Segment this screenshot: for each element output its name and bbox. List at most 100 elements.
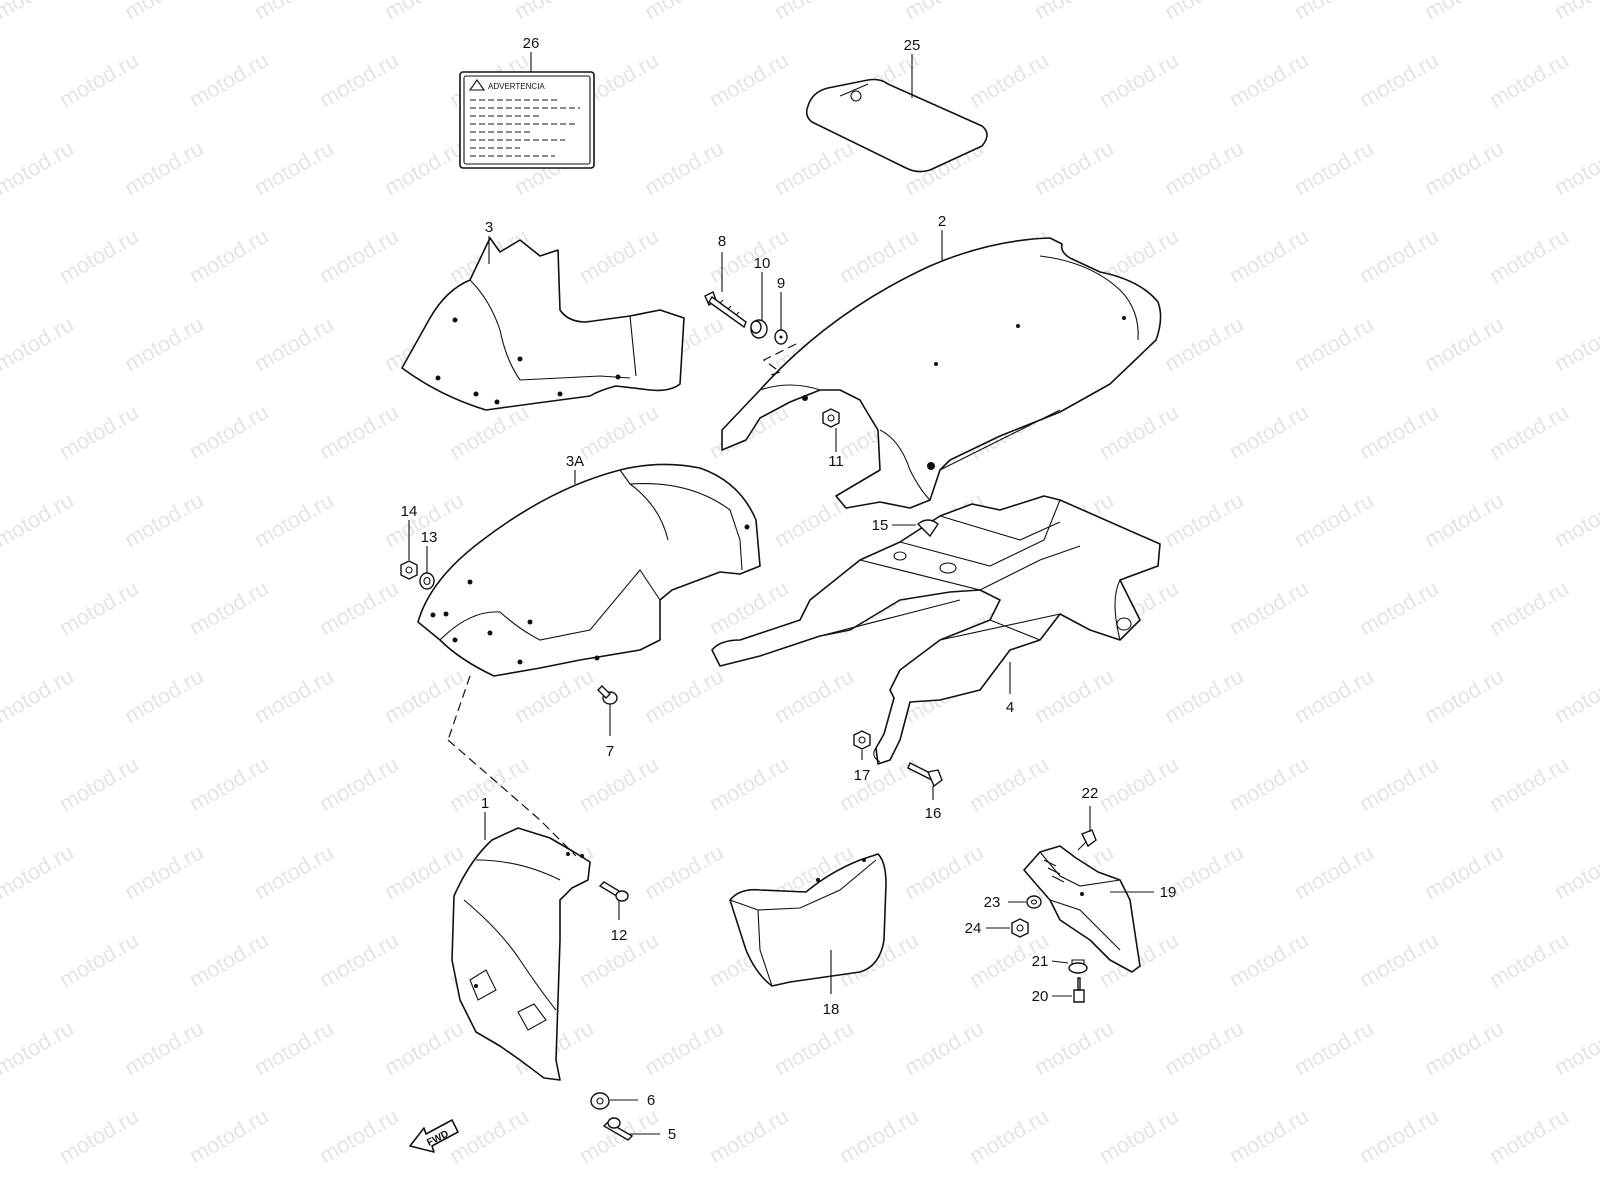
callout-12[interactable]: 12 — [611, 900, 628, 944]
part-19-bracket[interactable] — [1023, 845, 1141, 973]
part-1-inner-fender[interactable] — [451, 827, 591, 1081]
watermark-text: motod.ru — [640, 839, 728, 904]
watermark-text: motod.ru — [315, 223, 403, 288]
watermark-text: motod.ru — [1160, 487, 1248, 552]
callout-number: 21 — [1032, 953, 1049, 970]
watermark-text: motod.ru — [1030, 135, 1118, 200]
callout-6[interactable]: 6 — [610, 1092, 655, 1109]
watermark-text: motod.ru — [640, 0, 728, 24]
watermark-text: motod.ru — [1160, 1015, 1248, 1080]
screw-12[interactable] — [598, 881, 629, 902]
part-3A-mudguard[interactable] — [417, 463, 761, 677]
callout-19[interactable]: 19 — [1110, 884, 1176, 901]
callout-3A[interactable]: 3A — [566, 453, 584, 484]
bolt-20[interactable] — [1073, 977, 1085, 1003]
callout-26[interactable]: 26 — [523, 35, 540, 72]
callout-25[interactable]: 25 — [904, 37, 921, 98]
part-4-frame[interactable] — [711, 495, 1161, 765]
watermark-text: motod.ru — [900, 1015, 988, 1080]
watermark-text: motod.ru — [965, 751, 1053, 816]
callout-number: 14 — [401, 503, 418, 520]
watermark-text: motod.ru — [1355, 927, 1443, 992]
screw-7[interactable] — [597, 685, 618, 705]
callout-10[interactable]: 10 — [754, 255, 771, 320]
watermark-text: motod.ru — [0, 135, 78, 200]
watermark-text: motod.ru — [965, 47, 1053, 112]
watermark-text: motod.ru — [250, 1015, 338, 1080]
watermark-text: motod.ru — [705, 1103, 793, 1168]
watermark-text: motod.ru — [1030, 0, 1118, 24]
callout-22[interactable]: 22 — [1082, 785, 1099, 832]
callout-24[interactable]: 24 — [965, 920, 1010, 937]
watermark-text: motod.ru — [0, 0, 78, 24]
watermark-text: motod.ru — [770, 663, 858, 728]
callout-7[interactable]: 7 — [606, 704, 614, 760]
watermark-text: motod.ru — [0, 839, 78, 904]
watermark-text: motod.ru — [185, 223, 273, 288]
callout-18[interactable]: 18 — [823, 950, 840, 1018]
part-18-side-cover[interactable] — [729, 853, 887, 987]
washer-23[interactable] — [1026, 895, 1042, 909]
watermark-text: motod.ru — [1420, 311, 1508, 376]
callout-15[interactable]: 15 — [872, 517, 916, 534]
callout-1[interactable]: 1 — [481, 795, 489, 840]
callout-4[interactable]: 4 — [1006, 662, 1014, 716]
watermark-text: motod.ru — [315, 1103, 403, 1168]
callout-5[interactable]: 5 — [628, 1126, 676, 1143]
callout-9[interactable]: 9 — [777, 275, 785, 330]
callout-16[interactable]: 16 — [925, 786, 942, 822]
watermark-text: motod.ru — [1550, 135, 1600, 200]
bolt-16[interactable] — [907, 762, 943, 788]
nut-6[interactable] — [590, 1092, 610, 1110]
watermark-text: motod.ru — [250, 135, 338, 200]
callout-23[interactable]: 23 — [984, 894, 1026, 911]
callout-3[interactable]: 3 — [485, 219, 493, 264]
callout-number: 15 — [872, 517, 889, 534]
callout-11[interactable]: 11 — [828, 428, 844, 470]
clip-15[interactable] — [916, 519, 939, 538]
callout-21[interactable]: 21 — [1032, 953, 1069, 970]
callout-20[interactable]: 20 — [1032, 988, 1072, 1005]
screw-22[interactable] — [1077, 829, 1097, 851]
bolt-8[interactable] — [704, 291, 747, 329]
watermark-text: motod.ru — [770, 0, 858, 24]
nut-21[interactable] — [1068, 959, 1088, 974]
watermark-text: motod.ru — [640, 1015, 728, 1080]
watermark-text: motod.ru — [55, 223, 143, 288]
collar-10[interactable] — [750, 319, 768, 339]
nut-11[interactable] — [822, 408, 840, 428]
watermark-text: motod.ru — [1420, 1015, 1508, 1080]
callout-number: 23 — [984, 894, 1001, 911]
callout-2[interactable]: 2 — [938, 213, 946, 260]
washer-13[interactable] — [419, 572, 435, 590]
part-26-warning-label[interactable]: ADVERTENCIA — [459, 71, 595, 169]
nut-24[interactable] — [1011, 918, 1029, 938]
callout-8[interactable]: 8 — [718, 233, 726, 292]
watermark-text: motod.ru — [1225, 1103, 1313, 1168]
watermark-text: motod.ru — [55, 751, 143, 816]
watermark-text: motod.ru — [1160, 311, 1248, 376]
grommet-9[interactable] — [774, 329, 788, 345]
part-3-fender-cover[interactable] — [401, 237, 685, 411]
screw-5[interactable] — [602, 1117, 634, 1141]
watermark-text: motod.ru — [1290, 135, 1378, 200]
watermark-text: motod.ru — [1290, 1015, 1378, 1080]
watermark-text: motod.ru — [315, 751, 403, 816]
watermark-text: motod.ru — [1160, 663, 1248, 728]
watermark-text: motod.ru — [640, 663, 728, 728]
nut-14[interactable] — [400, 560, 418, 580]
callout-number: 24 — [965, 920, 982, 937]
part-2-rear-fender[interactable] — [721, 237, 1162, 509]
watermark-text: motod.ru — [965, 1103, 1053, 1168]
watermark-text: motod.ru — [1290, 487, 1378, 552]
watermark-text: motod.ru — [1160, 0, 1248, 24]
nut-17[interactable] — [853, 730, 871, 750]
callout-17[interactable]: 17 — [854, 750, 871, 784]
callout-13[interactable]: 13 — [421, 529, 438, 573]
watermark-text: motod.ru — [55, 575, 143, 640]
watermark-text: motod.ru — [900, 0, 988, 24]
watermark-text: motod.ru — [250, 311, 338, 376]
part-25-seat-flap[interactable] — [805, 78, 988, 173]
watermark-text: motod.ru — [1355, 47, 1443, 112]
callout-14[interactable]: 14 — [401, 503, 418, 560]
